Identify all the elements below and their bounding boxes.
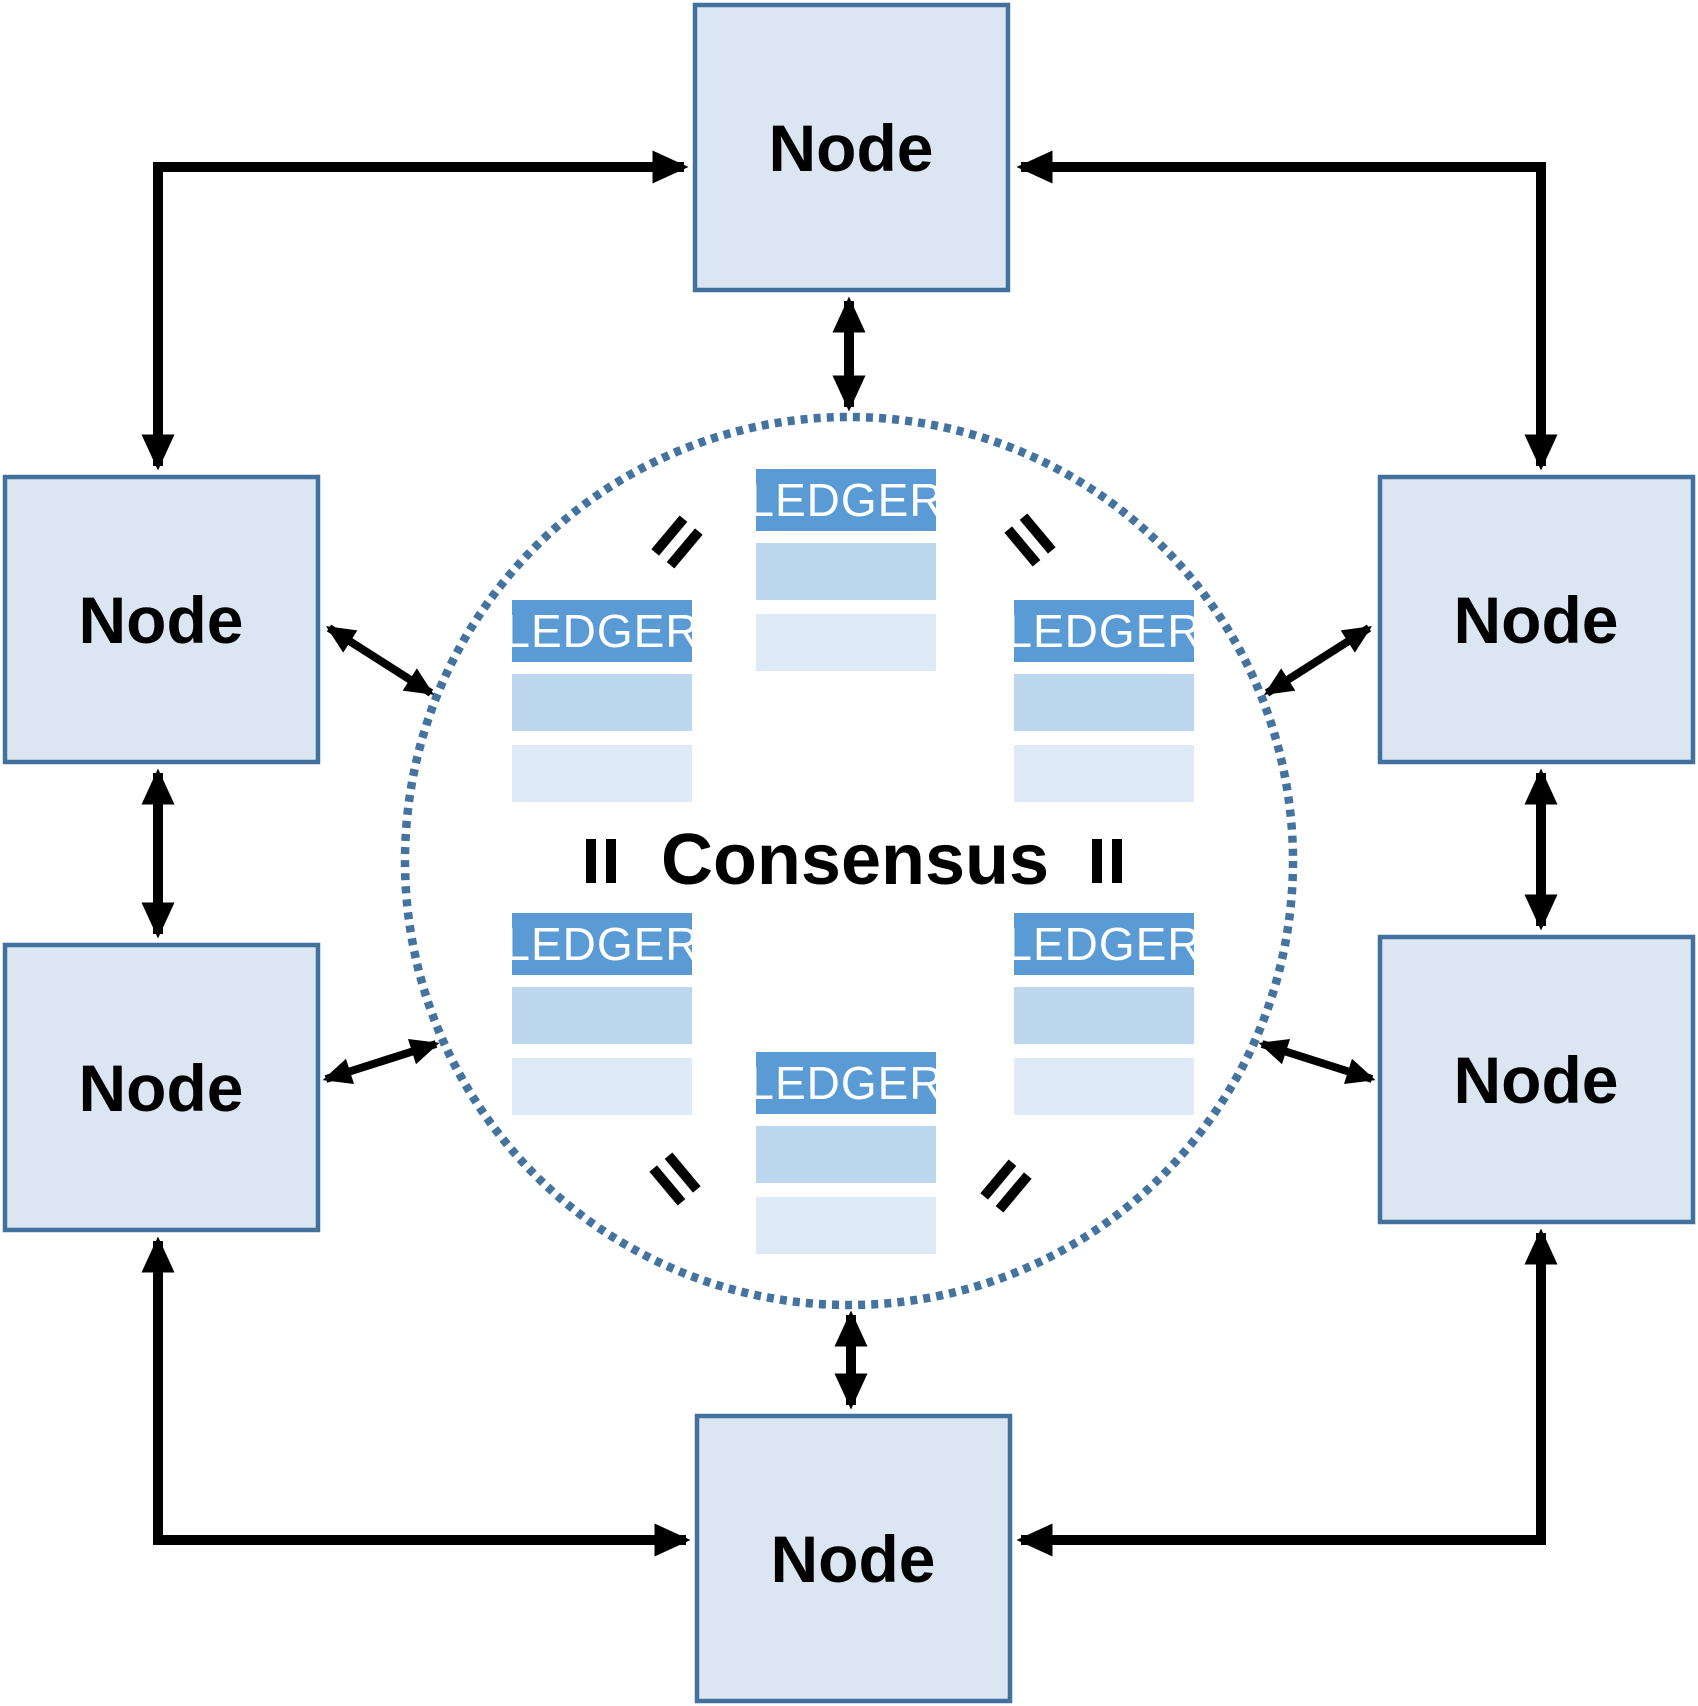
- equals-icon: [980, 1159, 1032, 1213]
- arrow-left-lower-node-to-circle: [322, 1039, 440, 1084]
- node-box: [1377, 934, 1696, 1225]
- ledger-label: LEDGER: [748, 474, 943, 526]
- ledger-row: [512, 1058, 692, 1115]
- ledger-row: [756, 614, 936, 671]
- ledger-label: LEDGER: [504, 605, 699, 657]
- consensus-circle-boundary: [400, 412, 1298, 1310]
- node-right-lower: Node: [1377, 934, 1696, 1225]
- node-box: [2, 474, 321, 765]
- node-box: [692, 2, 1011, 293]
- ledger-row: [512, 745, 692, 802]
- arrow-left-upper-node-to-circle: [325, 624, 435, 697]
- node-box: [1377, 474, 1696, 765]
- ledger-table-left: LEDGER: [504, 600, 699, 802]
- ledger-row: [1014, 1058, 1194, 1115]
- ledger-row: [512, 674, 692, 731]
- ledger-header: [756, 469, 936, 531]
- consensus-title: Consensus: [661, 820, 1049, 900]
- ledger-table-top: LEDGER: [748, 469, 943, 671]
- equals-icon: [649, 1152, 701, 1206]
- ledger-header: [756, 1052, 936, 1114]
- node-top: Node: [692, 2, 1011, 293]
- ledger-row: [756, 1126, 936, 1183]
- ledger-label: LEDGER: [748, 1057, 943, 1109]
- ledger-header: [512, 913, 692, 975]
- node-label: Node: [1454, 1043, 1619, 1117]
- arrow-right-upper-node-to-circle: [1263, 624, 1373, 697]
- node-label: Node: [1454, 583, 1619, 657]
- ledger-label: LEDGER: [1006, 918, 1201, 970]
- equals-icon: [651, 515, 703, 569]
- arrow-elbow-bottom-left: [141, 1236, 691, 1557]
- ledger-table-bottom: LEDGER: [748, 1052, 943, 1254]
- ledger-label: LEDGER: [1006, 605, 1201, 657]
- equals-icon: [1092, 839, 1122, 883]
- node-right-upper: Node: [1377, 474, 1696, 765]
- ledger-header: [1014, 600, 1194, 662]
- ledger-header: [512, 600, 692, 662]
- equals-icon: [1004, 513, 1056, 567]
- equals-icon: [586, 839, 616, 883]
- arrow-elbow-bottom-right: [1016, 1228, 1558, 1557]
- ledger-table-bottom-left: LEDGER: [504, 913, 699, 1115]
- node-label: Node: [769, 111, 934, 185]
- node-left-lower: Node: [2, 942, 321, 1233]
- node-bottom: Node: [694, 1413, 1013, 1704]
- arrow-right-lower-node-to-circle: [1258, 1039, 1376, 1084]
- node-left-upper: Node: [2, 474, 321, 765]
- ledger-row: [756, 543, 936, 600]
- ledger-row: [1014, 987, 1194, 1044]
- ledger-row: [512, 987, 692, 1044]
- node-box: [2, 942, 321, 1233]
- ledger-table-bottom-right: LEDGER: [1006, 913, 1201, 1115]
- ledger-label: LEDGER: [504, 918, 699, 970]
- node-label: Node: [771, 1522, 936, 1596]
- node-label: Node: [79, 1051, 244, 1125]
- ledger-row: [1014, 745, 1194, 802]
- ledger-table-right: LEDGER: [1006, 600, 1201, 802]
- ledger-row: [756, 1197, 936, 1254]
- ledger-header: [1014, 913, 1194, 975]
- ledger-row: [1014, 674, 1194, 731]
- arrow-elbow-top-right: [1016, 150, 1558, 471]
- arrow-elbow-top-left: [141, 150, 689, 471]
- node-box: [694, 1413, 1013, 1704]
- node-label: Node: [79, 583, 244, 657]
